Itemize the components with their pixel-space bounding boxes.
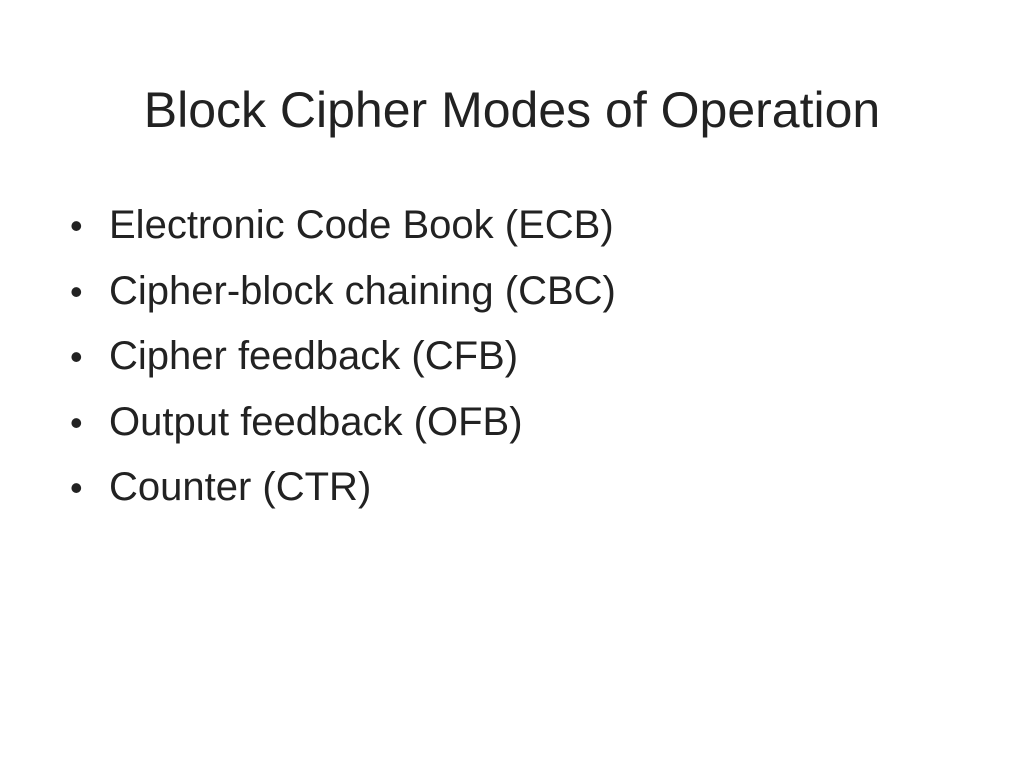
list-item-text: Counter (CTR): [109, 465, 372, 509]
bullet-icon: •: [70, 336, 83, 377]
bullet-icon: •: [70, 467, 83, 508]
list-item-text: Electronic Code Book (ECB): [109, 203, 614, 247]
list-item: • Cipher feedback (CFB): [70, 324, 616, 390]
list-item: • Output feedback (OFB): [70, 390, 616, 456]
bullet-icon: •: [70, 205, 83, 246]
list-item: • Electronic Code Book (ECB): [70, 193, 616, 259]
list-item-text: Output feedback (OFB): [109, 399, 523, 444]
bullet-icon: •: [70, 401, 83, 443]
list-item: • Cipher-block chaining (CBC): [70, 259, 616, 325]
bullet-list: • Electronic Code Book (ECB) • Cipher-bl…: [70, 193, 616, 521]
list-item-text: Cipher feedback (CFB): [109, 334, 519, 378]
list-item-text: Cipher-block chaining (CBC): [109, 268, 616, 313]
bullet-icon: •: [70, 270, 83, 312]
slide-title: Block Cipher Modes of Operation: [143, 82, 881, 138]
list-item: • Counter (CTR): [70, 455, 616, 521]
